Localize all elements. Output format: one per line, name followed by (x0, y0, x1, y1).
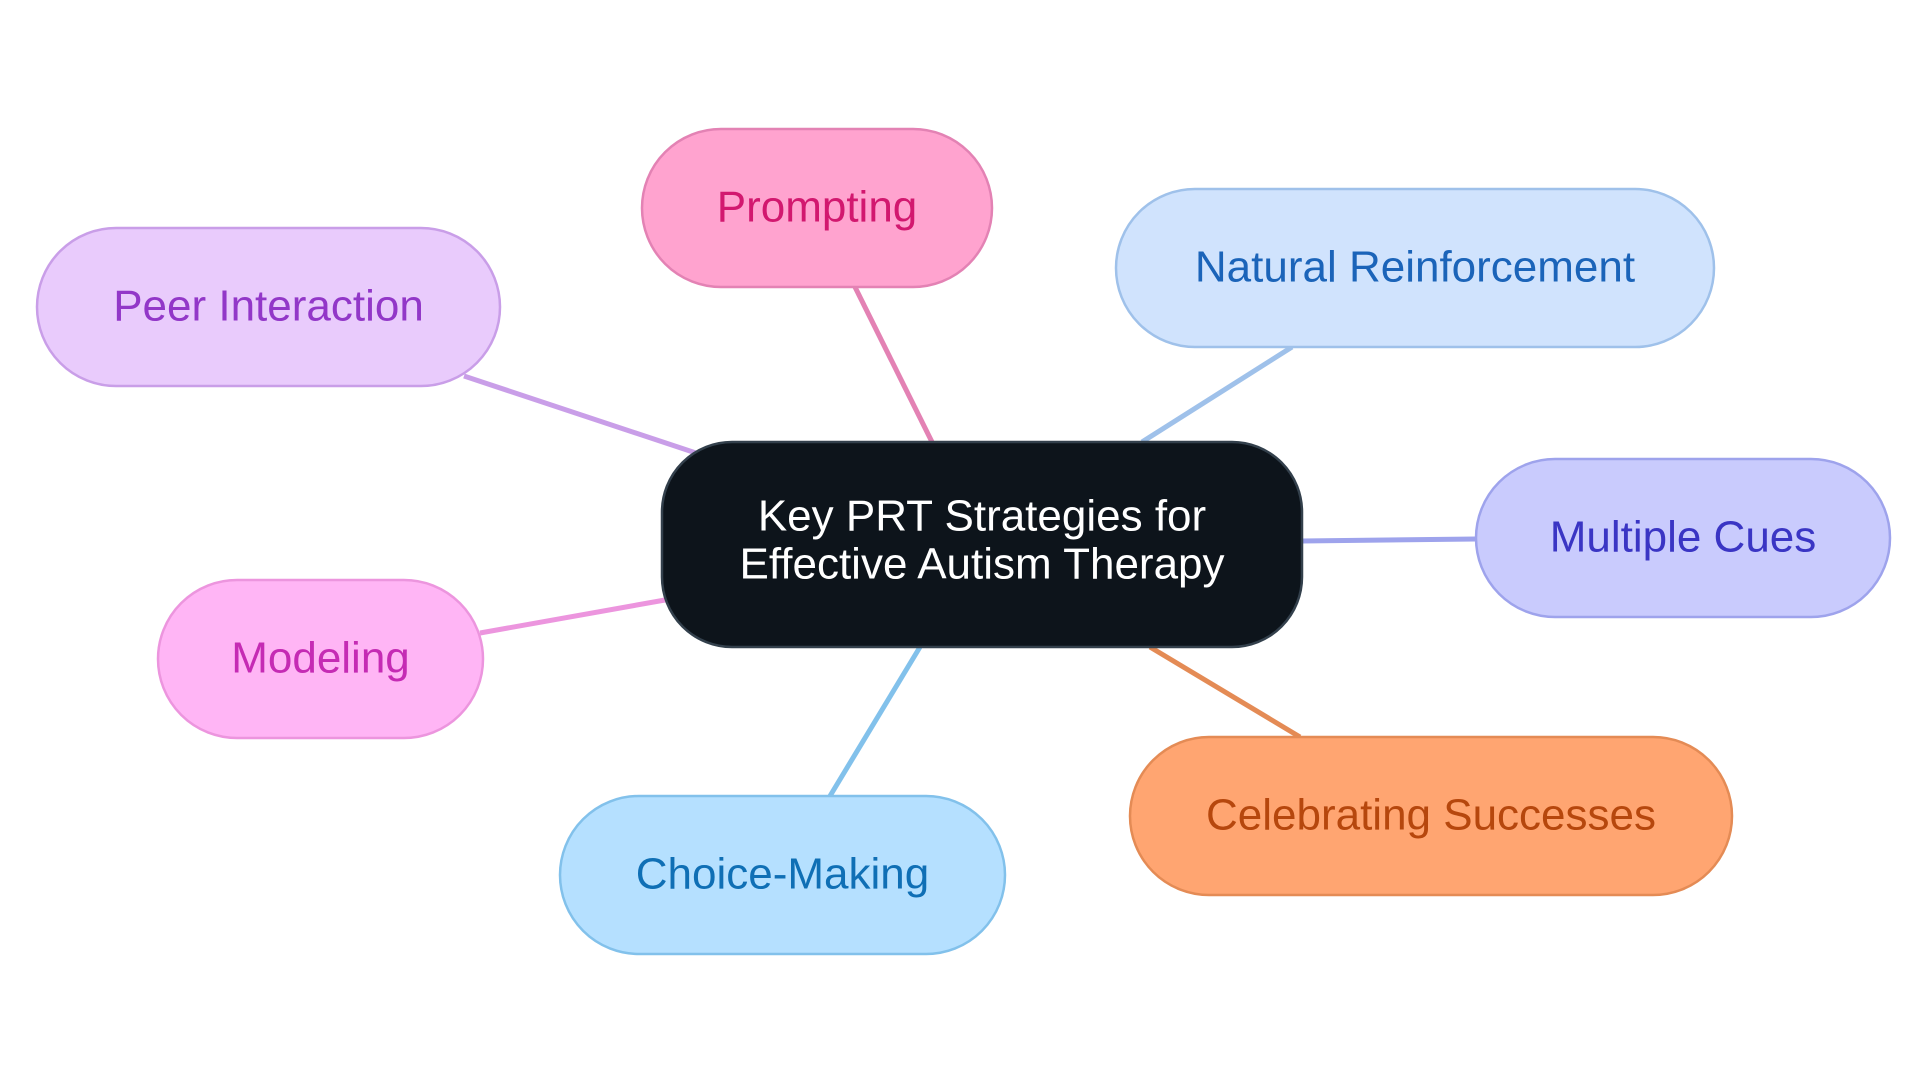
edges (463, 285, 1477, 798)
node-prompting: Prompting (640, 127, 994, 289)
node-modeling-label: Modeling (231, 634, 410, 683)
node-choice-making-box (558, 794, 1007, 956)
node-natural-reinforcement-label: Natural Reinforcement (1195, 243, 1635, 292)
node-multiple-cues-label: Multiple Cues (1550, 513, 1817, 562)
edge-celebrating-successes (1148, 644, 1302, 740)
node-prompting-box (640, 127, 994, 289)
node-peer-interaction-box (35, 226, 502, 388)
node-celebrating-successes: Celebrating Successes (1128, 735, 1734, 897)
node-peer-interaction: Peer Interaction (35, 226, 502, 388)
node-natural-reinforcement: Natural Reinforcement (1114, 187, 1716, 349)
node-prompting-label: Prompting (717, 183, 918, 232)
node-celebrating-successes-label: Celebrating Successes (1206, 791, 1656, 840)
edge-peer-interaction (463, 373, 703, 458)
node-multiple-cues-box (1474, 457, 1892, 619)
node-choice-making-label: Choice-Making (636, 850, 929, 899)
center-node-box (660, 440, 1304, 649)
edge-choice-making (827, 645, 923, 798)
node-celebrating-successes-box (1128, 735, 1734, 897)
node-modeling: Modeling (156, 578, 485, 740)
node-natural-reinforcement-box (1114, 187, 1716, 349)
node-multiple-cues: Multiple Cues (1474, 457, 1892, 619)
center-node-label-line-2: Effective Autism Therapy (739, 540, 1224, 589)
edge-prompting (852, 285, 935, 444)
center-node-label-line-1: Key PRT Strategies for (758, 492, 1206, 541)
edge-modeling (479, 597, 666, 636)
edge-multiple-cues (1301, 536, 1477, 544)
node-peer-interaction-label: Peer Interaction (113, 282, 424, 331)
center-node: Key PRT Strategies for Effective Autism … (660, 440, 1304, 649)
node-modeling-box (156, 578, 485, 740)
edge-natural-reinforcement (1140, 344, 1294, 445)
node-choice-making: Choice-Making (558, 794, 1007, 956)
